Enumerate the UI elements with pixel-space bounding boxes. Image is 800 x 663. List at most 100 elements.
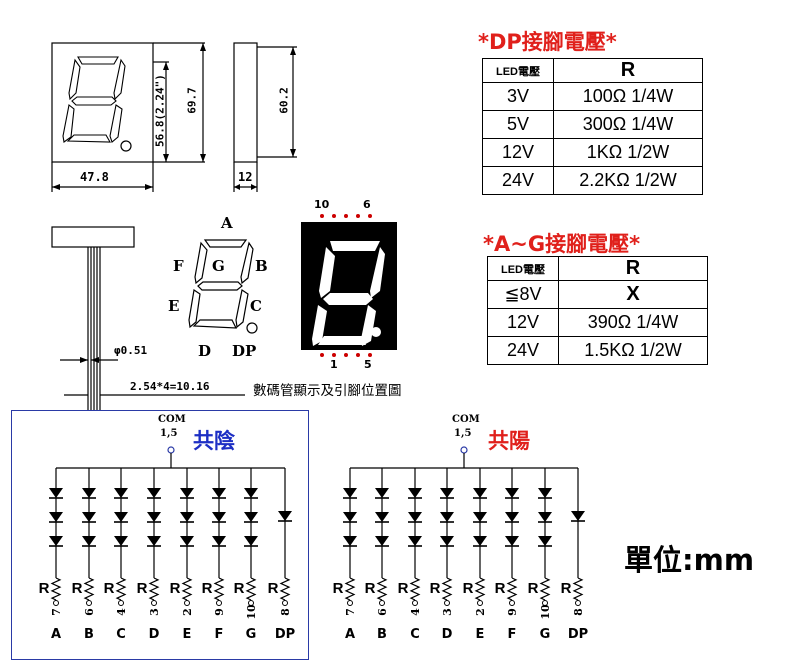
common_cathode-resistor-label-0: R (39, 580, 50, 597)
common_cathode-resistor-label-3: R (137, 580, 148, 597)
common_anode-diode-icon-1-2 (375, 536, 389, 546)
segment-label-g: G (212, 257, 225, 275)
common_anode-diode-icon-1-0 (375, 488, 389, 498)
pin-label-6: 6 (363, 198, 371, 211)
common_anode-diode-icon-1-1 (375, 512, 389, 522)
ag-resistor-table: LED電壓 R ≦8V X 12V 390Ω 1/4W 24V 1.5KΩ 1/… (487, 256, 708, 365)
common_cathode-diode-icon-1-0 (82, 488, 96, 498)
pin-label-1: 1 (330, 358, 338, 371)
common_anode-pin-terminal-7 (575, 600, 581, 606)
common_anode-diode-icon-5-0 (505, 488, 519, 498)
common_cathode-segment-letter-6: G (246, 627, 257, 642)
common_cathode-segment-letter-3: D (149, 627, 160, 642)
table-row: 24V 2.2KΩ 1/2W (482, 166, 703, 195)
common_cathode-diode-icon-6-2 (244, 536, 258, 546)
dp-resistor-table: LED電壓 R 3V 100Ω 1/4W 5V 300Ω 1/4W 12V 1K… (482, 58, 703, 195)
common_cathode-pin-terminal-0 (53, 600, 59, 606)
common_cathode-resistor-icon-1 (83, 577, 95, 601)
common_anode-diode-icon-6-0 (538, 488, 552, 498)
common_cathode-segment-letter-7: DP (275, 627, 295, 642)
common_cathode-resistor-label-2: R (104, 580, 115, 597)
anode-com-pins: 1,5 (454, 428, 472, 439)
common_anode-pin-terminal-0 (347, 600, 353, 606)
common-cathode-title: 共陰 (193, 429, 235, 453)
common_anode-pin-number-3: 3 (441, 608, 454, 616)
common_cathode-pin-terminal-4 (184, 600, 190, 606)
common_cathode-resistor-label-4: R (170, 580, 181, 597)
common_anode-resistor-label-3: R (430, 580, 441, 597)
cell-resistor: 1KΩ 1/2W (553, 138, 703, 167)
ag-table-title: *A~G接腳電壓* (483, 232, 641, 256)
common_cathode-diode-icon-4-1 (180, 512, 194, 522)
common_anode-com-terminal (460, 446, 468, 454)
common_cathode-resistor-icon-7 (279, 577, 291, 601)
common_anode-resistor-icon-1 (376, 577, 388, 601)
common_anode-diode-icon-2-0 (408, 488, 422, 498)
common_cathode-resistor-icon-0 (50, 577, 62, 601)
common_anode-resistor-icon-4 (474, 577, 486, 601)
common_anode-pin-number-4: 2 (474, 608, 487, 616)
common_anode-diode-icon-4-1 (473, 512, 487, 522)
common_anode-pin-terminal-2 (412, 600, 418, 606)
common_anode-resistor-icon-5 (506, 577, 518, 601)
common_cathode-pin-number-7: 8 (279, 608, 292, 616)
table-header-row: LED電壓 R (482, 58, 703, 83)
anode-com-label: COM (452, 414, 480, 425)
common_anode-resistor-label-4: R (463, 580, 474, 597)
common_cathode-pin-terminal-7 (282, 600, 288, 606)
front-view-digit (62, 56, 126, 143)
segment-label-a: A (221, 214, 233, 232)
table-row: 24V 1.5KΩ 1/2W (487, 336, 708, 365)
table-row: 3V 100Ω 1/4W (482, 82, 703, 111)
common_anode-pin-terminal-5 (509, 600, 515, 606)
common_anode-pin-terminal-4 (477, 600, 483, 606)
common_anode-segment-letter-0: A (345, 627, 355, 642)
common_anode-diode-icon-4-2 (473, 536, 487, 546)
common_cathode-diode-icon-4-0 (180, 488, 194, 498)
common_anode-diode-icon-2-1 (408, 512, 422, 522)
common_cathode-diode-icon-3-2 (147, 536, 161, 546)
common_anode-diode-icon-6-1 (538, 512, 552, 522)
side-view-outline (233, 42, 258, 163)
common_anode-pin-terminal-3 (444, 600, 450, 606)
common_cathode-pin-terminal-2 (118, 600, 124, 606)
common_cathode-segment-letter-5: F (215, 627, 224, 642)
common_anode-resistor-label-5: R (495, 580, 506, 597)
common_cathode-pin-terminal-6 (248, 600, 254, 606)
common_cathode-resistor-icon-5 (213, 577, 225, 601)
common_cathode-pin-terminal-3 (151, 600, 157, 606)
common_anode-pin-number-5: 9 (506, 608, 519, 616)
common_cathode-diode-icon-3-0 (147, 488, 161, 498)
common_cathode-diode-icon-0-2 (49, 536, 63, 546)
common_anode-diode-icon-3-0 (440, 488, 454, 498)
common_cathode-resistor-label-6: R (234, 580, 245, 597)
common_anode-resistor-label-7: R (561, 580, 572, 597)
width-dim-label: 47.8 (80, 170, 109, 184)
display-digit (312, 241, 385, 346)
front-view-dp (120, 140, 132, 152)
common_cathode-diode-icon-4-2 (180, 536, 194, 546)
common-anode-title: 共陽 (488, 429, 530, 453)
common_anode-diode-icon-3-2 (440, 536, 454, 546)
common_cathode-resistor-icon-6 (245, 577, 257, 601)
common_cathode-diode-icon-2-1 (114, 512, 128, 522)
common_cathode-diode-icon-1-1 (82, 512, 96, 522)
depth-dim-label: 12 (238, 170, 253, 184)
pin-diameter-label: φ0.51 (114, 344, 148, 357)
segment-label-dp: DP (232, 342, 257, 360)
cell-resistor: 300Ω 1/4W (553, 110, 703, 139)
common_cathode-pin-number-0: 7 (50, 608, 63, 616)
common_anode-diode-icon-0-1 (343, 512, 357, 522)
common_anode-segment-letter-4: E (476, 627, 485, 642)
common_cathode-diode-icon-5-1 (212, 512, 226, 522)
common_cathode-diode-icon-7-0 (278, 511, 292, 521)
common_anode-pin-number-7: 8 (572, 608, 585, 616)
common_cathode-segment-letter-4: E (183, 627, 192, 642)
common_cathode-pin-number-3: 3 (148, 608, 161, 616)
cell-voltage: 12V (482, 138, 554, 167)
common_cathode-diode-icon-2-0 (114, 488, 128, 498)
common_cathode-resistor-label-7: R (268, 580, 279, 597)
common_anode-segment-letter-5: F (508, 627, 517, 642)
common_anode-resistor-icon-0 (344, 577, 356, 601)
